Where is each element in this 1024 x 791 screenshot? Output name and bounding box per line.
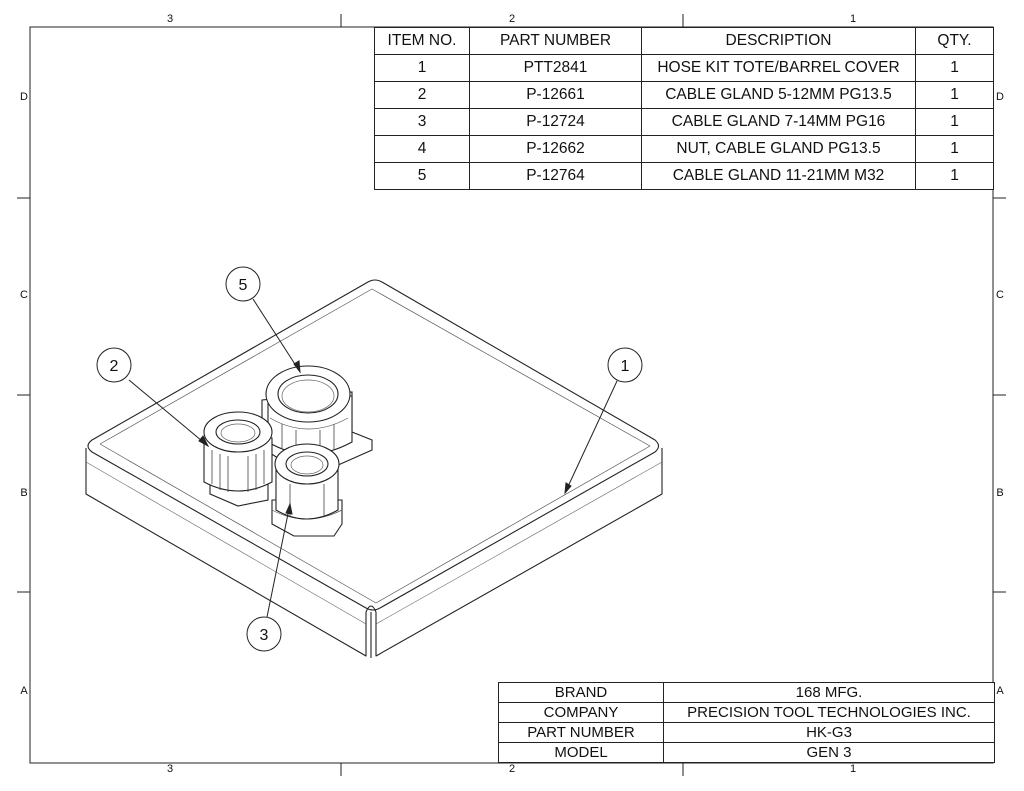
- bill-of-materials: ITEM NO. PART NUMBER DESCRIPTION QTY. 1 …: [374, 27, 994, 190]
- bom-part-number: P-12661: [469, 81, 642, 109]
- title-row-brand: BRAND 168 MFG.: [498, 682, 995, 703]
- bom-description: CABLE GLAND 11-21MM M32: [641, 162, 916, 190]
- zone-label-right-c: C: [996, 289, 1004, 301]
- bom-qty: 1: [915, 162, 994, 190]
- title-value-company: PRECISION TOOL TECHNOLOGIES INC.: [663, 702, 995, 723]
- zone-label-left-d: D: [20, 91, 28, 103]
- bom-header-row: ITEM NO. PART NUMBER DESCRIPTION QTY.: [374, 27, 994, 55]
- bom-row: 4 P-12662 NUT, CABLE GLAND PG13.5 1: [374, 135, 994, 163]
- balloon-1-label: 1: [621, 358, 630, 375]
- balloon-3: 3: [246, 616, 282, 652]
- zone-label-right-b: B: [996, 487, 1004, 499]
- bom-qty: 1: [915, 135, 994, 163]
- bom-part-number: P-12724: [469, 108, 642, 136]
- bom-part-number: P-12764: [469, 162, 642, 190]
- zone-label-top-3: 3: [166, 13, 174, 25]
- leader-lines: [128, 298, 618, 618]
- bom-part-number: P-12662: [469, 135, 642, 163]
- bom-header-part-number: PART NUMBER: [469, 27, 642, 55]
- zone-label-left-b: B: [20, 487, 28, 499]
- balloon-5-label: 5: [239, 277, 248, 294]
- title-label-brand: BRAND: [498, 682, 664, 703]
- zone-ticks: [17, 14, 1006, 776]
- bom-description: CABLE GLAND 5-12MM PG13.5: [641, 81, 916, 109]
- zone-label-bottom-2: 2: [508, 763, 516, 775]
- zone-label-bottom-1: 1: [849, 763, 857, 775]
- bom-header-qty: QTY.: [915, 27, 994, 55]
- bom-qty: 1: [915, 81, 994, 109]
- title-label-model: MODEL: [498, 742, 664, 763]
- zone-label-top-2: 2: [508, 13, 516, 25]
- title-row-part-number: PART NUMBER HK-G3: [498, 722, 995, 743]
- zone-label-top-1: 1: [849, 13, 857, 25]
- balloon-3-label: 3: [260, 627, 269, 644]
- bom-description: CABLE GLAND 7-14MM PG16: [641, 108, 916, 136]
- bom-part-number: PTT2841: [469, 54, 642, 82]
- cable-gland-pg16: [271, 443, 343, 537]
- bom-description: NUT, CABLE GLAND PG13.5: [641, 135, 916, 163]
- cover-plate: [85, 279, 663, 658]
- bom-qty: 1: [915, 108, 994, 136]
- zone-label-left-a: A: [20, 685, 28, 697]
- bom-row: 5 P-12764 CABLE GLAND 11-21MM M32 1: [374, 162, 994, 190]
- bom-row: 1 PTT2841 HOSE KIT TOTE/BARREL COVER 1: [374, 54, 994, 82]
- title-value-part-number: HK-G3: [663, 722, 995, 743]
- title-value-brand: 168 MFG.: [663, 682, 995, 703]
- title-label-part-number: PART NUMBER: [498, 722, 664, 743]
- bom-row: 2 P-12661 CABLE GLAND 5-12MM PG13.5 1: [374, 81, 994, 109]
- bom-header-description: DESCRIPTION: [641, 27, 916, 55]
- cable-gland-pg13-5: [203, 411, 273, 507]
- balloon-1: 1: [607, 347, 643, 383]
- zone-label-bottom-3: 3: [166, 763, 174, 775]
- bom-description: HOSE KIT TOTE/BARREL COVER: [641, 54, 916, 82]
- bom-item: 5: [374, 162, 470, 190]
- bom-item: 2: [374, 81, 470, 109]
- title-row-model: MODEL GEN 3: [498, 742, 995, 763]
- title-block: BRAND 168 MFG. COMPANY PRECISION TOOL TE…: [498, 682, 995, 763]
- title-row-company: COMPANY PRECISION TOOL TECHNOLOGIES INC.: [498, 702, 995, 723]
- bom-header-item: ITEM NO.: [374, 27, 470, 55]
- title-label-company: COMPANY: [498, 702, 664, 723]
- balloon-2: 2: [96, 347, 132, 383]
- bom-item: 4: [374, 135, 470, 163]
- balloon-5: 5: [225, 266, 261, 302]
- title-value-model: GEN 3: [663, 742, 995, 763]
- bom-item: 3: [374, 108, 470, 136]
- bom-row: 3 P-12724 CABLE GLAND 7-14MM PG16 1: [374, 108, 994, 136]
- balloon-2-label: 2: [110, 358, 119, 375]
- bom-item: 1: [374, 54, 470, 82]
- zone-label-right-a: A: [996, 685, 1004, 697]
- bom-qty: 1: [915, 54, 994, 82]
- zone-label-left-c: C: [20, 289, 28, 301]
- zone-label-right-d: D: [996, 91, 1004, 103]
